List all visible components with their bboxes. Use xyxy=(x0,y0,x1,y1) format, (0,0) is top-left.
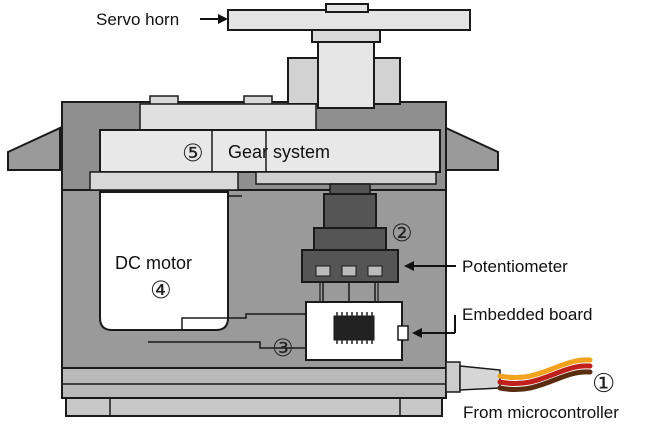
servo-case-base xyxy=(61,367,447,399)
potentiometer-pin-2 xyxy=(341,265,357,277)
right-mounting-tab xyxy=(445,126,499,171)
wire-orange xyxy=(497,357,593,380)
microchip xyxy=(333,315,375,341)
wire-brown xyxy=(497,369,593,392)
potentiometer-shaft xyxy=(323,193,377,229)
label-embedded-board: Embedded board xyxy=(462,305,592,324)
output-shaft xyxy=(317,37,375,109)
servo-horn-arrowhead xyxy=(218,14,228,24)
dc-motor xyxy=(99,191,229,331)
label-from-microcontroller: From microcontroller xyxy=(463,403,619,422)
potentiometer-cap xyxy=(313,227,387,251)
marker-2: ② xyxy=(391,219,413,247)
potentiometer-pin-1 xyxy=(315,265,331,277)
marker-5: ⑤ xyxy=(182,139,204,167)
label-dc-motor: DC motor xyxy=(115,253,192,273)
label-potentiometer: Potentiometer xyxy=(462,257,568,276)
left-mounting-tab xyxy=(7,126,61,171)
servo-case-foot xyxy=(65,397,443,417)
label-gear-system: Gear system xyxy=(228,142,330,162)
marker-3: ③ xyxy=(272,334,294,362)
potentiometer-arrowhead xyxy=(404,261,414,271)
marker-1: ① xyxy=(592,369,615,399)
potentiometer-shaft-top xyxy=(329,183,371,195)
potentiometer-pin-3 xyxy=(367,265,383,277)
marker-4: ④ xyxy=(150,276,172,304)
horn-center-cap xyxy=(325,3,369,13)
gear-lower-strip-right xyxy=(255,171,437,185)
gear-upper-strip xyxy=(139,103,317,131)
gear-lower-strip xyxy=(89,171,239,191)
cable-grommet xyxy=(445,361,461,393)
board-connector xyxy=(397,325,409,341)
motor-wire-top xyxy=(181,313,306,330)
embedded-board-arrowhead xyxy=(412,328,422,338)
gear-system-block xyxy=(99,129,441,173)
microchip-pins xyxy=(336,312,373,344)
label-servo-horn: Servo horn xyxy=(96,10,179,29)
cable-sleeve xyxy=(459,365,501,391)
wire-red xyxy=(497,363,593,386)
motor-wire-bottom xyxy=(148,341,306,349)
